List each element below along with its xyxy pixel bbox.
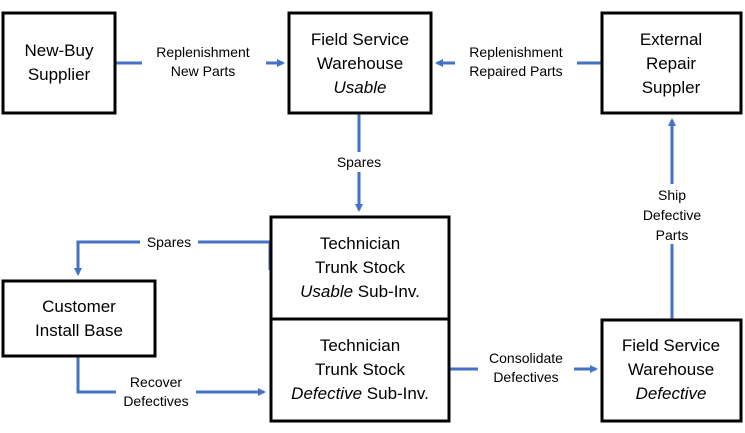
arrow xyxy=(76,357,266,396)
edge-label: Ship xyxy=(658,187,686,203)
edge-label: New Parts xyxy=(171,63,236,79)
node-label: Install Base xyxy=(35,321,123,340)
edge-label: Defectives xyxy=(493,369,558,385)
edge-spares-left: Spares xyxy=(74,232,272,276)
node-label: New-Buy xyxy=(25,41,94,60)
node-label: Field Service xyxy=(311,30,409,49)
node-label: Suppler xyxy=(642,78,701,97)
node-label: Customer xyxy=(42,297,116,316)
node-label: Usable xyxy=(334,78,387,97)
edge-ship: Ship Defective Parts xyxy=(636,118,708,319)
node-label: Field Service xyxy=(622,336,720,355)
node-customer-install-base: Customer Install Base xyxy=(1,279,157,358)
edge-consolidate: Consolidate Defectives xyxy=(449,348,598,388)
edge-label: Parts xyxy=(656,227,689,243)
node-label: Trunk Stock xyxy=(315,258,406,277)
node-trunk-stock-defective: Technician Trunk Stock Defective Sub-Inv… xyxy=(269,317,451,423)
edge-label: Defectives xyxy=(123,393,188,409)
node-label: Defective Sub-Inv. xyxy=(291,384,429,403)
edge-label: Replenishment xyxy=(469,44,562,60)
node-trunk-stock-usable: Technician Trunk Stock Usable Sub-Inv. xyxy=(269,215,451,321)
edge-spares-down: Spares xyxy=(328,114,390,212)
node-label: Trunk Stock xyxy=(315,360,406,379)
edge-label: Repaired Parts xyxy=(469,63,562,79)
edge-label: Defective xyxy=(643,207,702,223)
node-label: Supplier xyxy=(28,65,91,84)
edge-label: Spares xyxy=(337,154,381,170)
node-external-repair-supplier: External Repair Suppler xyxy=(600,11,743,115)
edge-label: Spares xyxy=(147,234,191,250)
node-label: Defective xyxy=(636,384,707,403)
node-label: Technician xyxy=(320,234,400,253)
node-label: Usable Sub-Inv. xyxy=(300,282,420,301)
node-field-service-warehouse-defective: Field Service Warehouse Defective xyxy=(600,318,743,423)
edge-replenish-repaired: Replenishment Repaired Parts xyxy=(435,42,602,82)
node-new-buy-supplier: New-Buy Supplier xyxy=(1,11,117,115)
edge-recover: Recover Defectives xyxy=(76,357,266,412)
edge-replenish-new: Replenishment New Parts xyxy=(115,42,285,82)
node-label: Warehouse xyxy=(317,54,403,73)
edge-label: Recover xyxy=(130,374,182,390)
node-label: Warehouse xyxy=(628,360,714,379)
node-label: Technician xyxy=(320,336,400,355)
edge-label: Consolidate xyxy=(489,350,563,366)
node-label: Repair xyxy=(646,54,696,73)
edge-label: Replenishment xyxy=(156,44,249,60)
node-label: External xyxy=(640,30,702,49)
node-field-service-warehouse-usable: Field Service Warehouse Usable xyxy=(287,11,433,115)
